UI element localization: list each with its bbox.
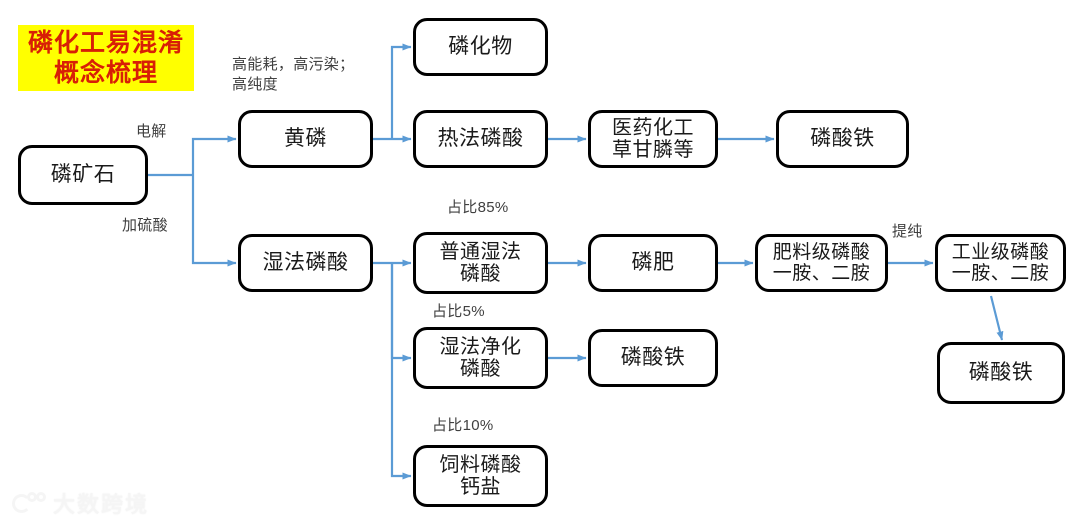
edge-industrial-grade-to-iron-phosphate-bottom xyxy=(989,295,1004,341)
edge-ore-to-wet-acid xyxy=(191,175,237,267)
node-iron-phosphate-bottom[interactable]: 磷酸铁 xyxy=(937,342,1065,404)
edge-wet-to-feed xyxy=(390,263,412,480)
node-ordinary-wet-acid[interactable]: 普通湿法 磷酸 xyxy=(413,232,548,294)
node-industrial-grade-map-label: 工业级磷酸 一胺、二胺 xyxy=(951,241,1050,284)
node-phosphate-fertilizer-label: 磷肥 xyxy=(631,251,675,275)
edge-yp-to-phosphide xyxy=(390,43,412,139)
title-badge: 磷化工易混淆 概念梳理 xyxy=(18,25,194,91)
edge-label-share-5: 占比5% xyxy=(432,303,485,320)
edge-label-electrolysis: 电解 xyxy=(136,123,167,140)
node-phosphate-ore-label: 磷矿石 xyxy=(50,163,116,187)
node-thermal-phosphoric-acid-label: 热法磷酸 xyxy=(437,127,524,151)
node-phosphide-label: 磷化物 xyxy=(448,35,513,59)
node-yellow-phosphorus[interactable]: 黄磷 xyxy=(238,110,373,168)
node-wet-purified-acid[interactable]: 湿法净化 磷酸 xyxy=(413,327,548,389)
watermark-logo-icon xyxy=(12,491,46,515)
node-ordinary-wet-acid-label: 普通湿法 磷酸 xyxy=(439,240,522,285)
edge-label-high-energy-note: 高能耗，高污染； 高纯度 xyxy=(232,56,355,93)
watermark: 大数跨境 xyxy=(12,487,149,519)
node-pharma-chemical-label: 医药化工 草甘膦等 xyxy=(612,116,694,161)
node-fertilizer-grade-map[interactable]: 肥料级磷酸 一胺、二胺 xyxy=(755,234,888,292)
node-thermal-phosphoric-acid[interactable]: 热法磷酸 xyxy=(413,110,548,168)
node-yellow-phosphorus-label: 黄磷 xyxy=(284,127,327,151)
watermark-text: 大数跨境 xyxy=(53,492,150,517)
edge-label-purification: 提纯 xyxy=(892,223,923,240)
node-phosphate-ore[interactable]: 磷矿石 xyxy=(18,145,148,205)
node-iron-phosphate-top[interactable]: 磷酸铁 xyxy=(776,110,909,168)
node-iron-phosphate-mid-label: 磷酸铁 xyxy=(620,346,686,370)
node-wet-purified-acid-label: 湿法净化 磷酸 xyxy=(439,335,522,380)
node-pharma-chemical[interactable]: 医药化工 草甘膦等 xyxy=(588,110,718,168)
node-phosphate-fertilizer[interactable]: 磷肥 xyxy=(588,234,718,292)
node-industrial-grade-map[interactable]: 工业级磷酸 一胺、二胺 xyxy=(935,234,1066,292)
edge-label-share-10: 占比10% xyxy=(432,417,494,434)
node-fertilizer-grade-map-label: 肥料级磷酸 一胺、二胺 xyxy=(772,241,871,284)
node-iron-phosphate-mid[interactable]: 磷酸铁 xyxy=(588,329,718,387)
node-wet-phosphoric-acid[interactable]: 湿法磷酸 xyxy=(238,234,373,292)
title-badge-text: 磷化工易混淆 概念梳理 xyxy=(27,29,184,87)
node-feed-calcium-phosphate[interactable]: 饲料磷酸 钙盐 xyxy=(413,445,548,507)
edge-ore-to-yellow-phosphorus xyxy=(191,135,237,175)
node-iron-phosphate-top-label: 磷酸铁 xyxy=(810,127,875,151)
node-iron-phosphate-bottom-label: 磷酸铁 xyxy=(968,361,1034,385)
node-wet-phosphoric-acid-label: 湿法磷酸 xyxy=(262,251,349,275)
edge-label-add-sulfuric-acid: 加硫酸 xyxy=(122,217,168,234)
node-feed-calcium-phosphate-label: 饲料磷酸 钙盐 xyxy=(439,453,522,498)
edge-label-share-85: 占比85% xyxy=(447,199,509,216)
node-phosphide[interactable]: 磷化物 xyxy=(413,18,548,76)
edge-wet-to-purified xyxy=(390,263,412,362)
